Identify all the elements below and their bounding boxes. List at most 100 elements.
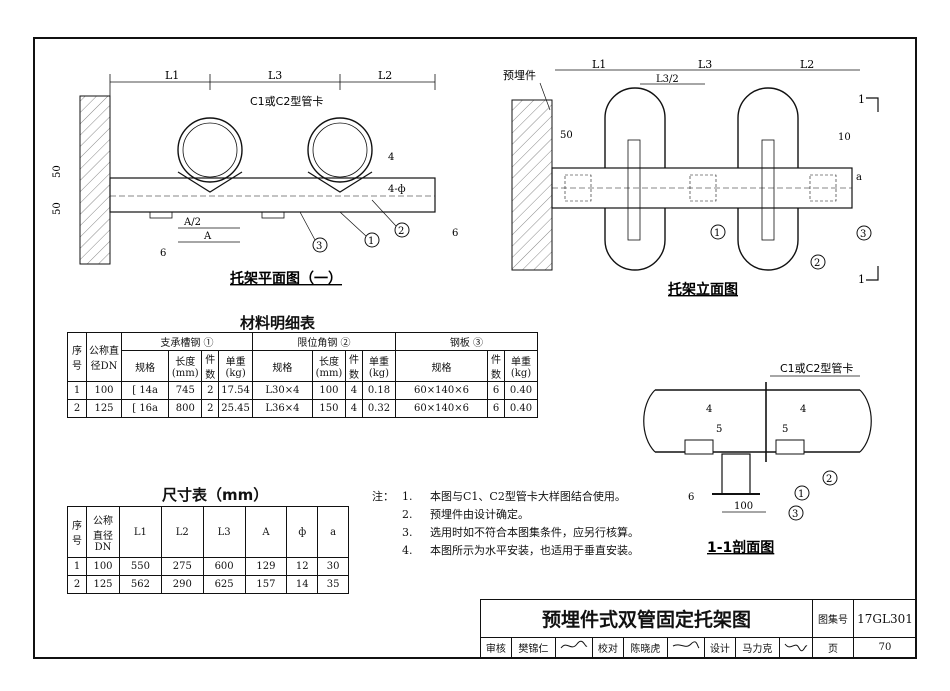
section-channel (721, 453, 751, 495)
elevation-view-title: 托架立面图 (668, 281, 738, 298)
dt-cell: 125 (86, 575, 120, 594)
elev-dim-l2: L2 (800, 58, 814, 71)
notes-prefix: 注： (372, 490, 394, 503)
table-row: 1 100 550 275 600 129 12 30 (67, 557, 349, 576)
mt-h-weight: 单重(kg) (504, 350, 538, 382)
plan-dim-a-half: A/2 (183, 217, 201, 228)
mt-h-spec: 规格 (251, 350, 313, 382)
section-callout-1: 1 (798, 489, 804, 500)
section-weld-4-left: 4 (706, 404, 712, 415)
section-dim-5-left: 5 (716, 424, 722, 435)
section-view-title: 1-1剖面图 (707, 539, 774, 556)
elevation-embedded-label: 预埋件 (503, 69, 536, 82)
atlas-label: 图集号 (812, 599, 854, 638)
dt-header: a (317, 506, 349, 558)
section-callout-2: 2 (826, 474, 832, 485)
note-item: 3. 选用时如不符合本图集条件，应另行核算。 (402, 524, 639, 542)
mt-cell: 4 (344, 399, 363, 418)
designer-name: 马力克 (734, 637, 781, 658)
dt-cell: 129 (244, 557, 288, 576)
plan-dim-a: A (203, 231, 212, 242)
mt-h-count: 件数 (487, 350, 505, 382)
note-number: 3. (402, 526, 413, 539)
elev-dim-l3: L3 (698, 58, 712, 71)
page-label: 页 (812, 637, 854, 658)
plan-weld-4: 4 (388, 152, 394, 163)
drawing-title: 预埋件式双管固定托架图 (480, 599, 813, 638)
mt-cell: 0.40 (504, 399, 538, 418)
plan-callout-1: 1 (368, 236, 374, 247)
section-clamp-note: C1或C2型管卡 (780, 361, 853, 375)
designer-signature (779, 637, 813, 658)
note-item: 2. 预埋件由设计确定。 (402, 506, 639, 524)
reviewer-signature (554, 637, 593, 658)
dt-header: 公称直径DN (86, 506, 120, 558)
mt-cell: 60×140×6 (394, 399, 489, 418)
dt-cell: 290 (160, 575, 204, 594)
note-text: 本图与C1、C2型管卡大样图结合使用。 (430, 490, 626, 503)
design-label: 设计 (703, 637, 736, 658)
note-text: 预埋件由设计确定。 (430, 508, 529, 521)
checker-name: 陈晓虎 (622, 637, 668, 658)
section-dim-5-right: 5 (782, 424, 788, 435)
drawing-frame (33, 37, 917, 659)
dim-table-title: 尺寸表（mm） (162, 486, 269, 504)
plan-callout-3: 3 (316, 241, 322, 252)
mt-cell: L36×4 (251, 399, 313, 418)
dt-cell: 157 (244, 575, 288, 594)
reviewer-name: 樊锦仁 (510, 637, 556, 658)
elev-dim-50: 50 (560, 130, 573, 141)
note-item: 1. 本图与C1、C2型管卡大样图结合使用。 (402, 488, 639, 506)
mt-h-length: 长度(mm) (168, 350, 203, 382)
note-text: 本图所示为水平安装，也适用于垂直安装。 (430, 544, 639, 557)
plan-dim-l1: L1 (165, 69, 179, 82)
plan-clamp-note: C1或C2型管卡 (250, 94, 323, 108)
table-row: 2 125 562 290 625 157 14 35 (67, 575, 349, 594)
mt-h-dn: 公称直径DN (86, 332, 122, 382)
elev-dim-10: 10 (838, 132, 851, 143)
plan-view-title: 托架平面图（一） (230, 270, 342, 287)
checker-signature (666, 637, 705, 658)
dim-table: 序号 公称直径DN L1 L2 L3 A ф a 1 100 550 275 6… (67, 506, 349, 594)
elev-callout-2: 2 (814, 258, 820, 269)
mt-h-count: 件数 (201, 350, 220, 382)
elev-dim-l1: L1 (592, 58, 606, 71)
check-label: 校对 (591, 637, 624, 658)
plan-dim-50-top: 50 (52, 165, 63, 178)
plan-dim-50-bottom: 50 (52, 202, 63, 215)
elev-section-mark-bottom: 1 (858, 273, 865, 286)
elev-section-mark-top: 1 (858, 93, 865, 106)
mt-cell: 2 (67, 399, 87, 418)
plan-weld-4phi: 4-ф (388, 184, 406, 195)
elev-dim-l3-half: L3/2 (656, 74, 679, 85)
table-row: 2 125 [ 16a 800 2 25.45 L36×4 150 4 0.32… (67, 399, 538, 418)
section-weld-6: 6 (688, 492, 694, 503)
dt-header: L2 (160, 506, 204, 558)
note-number: 2. (402, 508, 413, 521)
mt-h-weight: 单重(kg) (218, 350, 253, 382)
note-text: 选用时如不符合本图集条件，应另行核算。 (430, 526, 639, 539)
notes-block: 注： 1. 本图与C1、C2型管卡大样图结合使用。 2. 预埋件由设计确定。 3. 选… (372, 488, 639, 560)
note-number: 1. (402, 490, 413, 503)
mt-cell: 2 (201, 399, 220, 418)
plan-dim-l3: L3 (268, 69, 282, 82)
pipe-right (307, 117, 373, 183)
plan-callout-2: 2 (398, 226, 404, 237)
plan-dim-l2: L2 (378, 69, 392, 82)
elev-callout-1: 1 (714, 228, 720, 239)
materials-table-title: 材料明细表 (240, 314, 316, 332)
plan-weld-6-left: 6 (160, 248, 166, 259)
mt-h-length: 长度(mm) (311, 350, 346, 382)
title-block: 预埋件式双管固定托架图 图集号 17GL301 审核 樊锦仁 校对 陈晓虎 设计… (480, 599, 917, 658)
mt-cell: 150 (311, 399, 346, 418)
materials-table: 序号 公称直径DN 支承槽钢 ① 限位角钢 ② 钢板 ③ 规格 长度(mm) 件… (67, 332, 539, 418)
plan-weld-6-right: 6 (452, 228, 458, 239)
mt-cell: 25.45 (218, 399, 253, 418)
mt-cell: [ 16a (120, 399, 170, 418)
dt-header: 序号 (67, 506, 87, 558)
section-dim-100: 100 (734, 501, 753, 512)
note-item: 4.本图所示为水平安装，也适用于垂直安装。 (402, 542, 639, 560)
